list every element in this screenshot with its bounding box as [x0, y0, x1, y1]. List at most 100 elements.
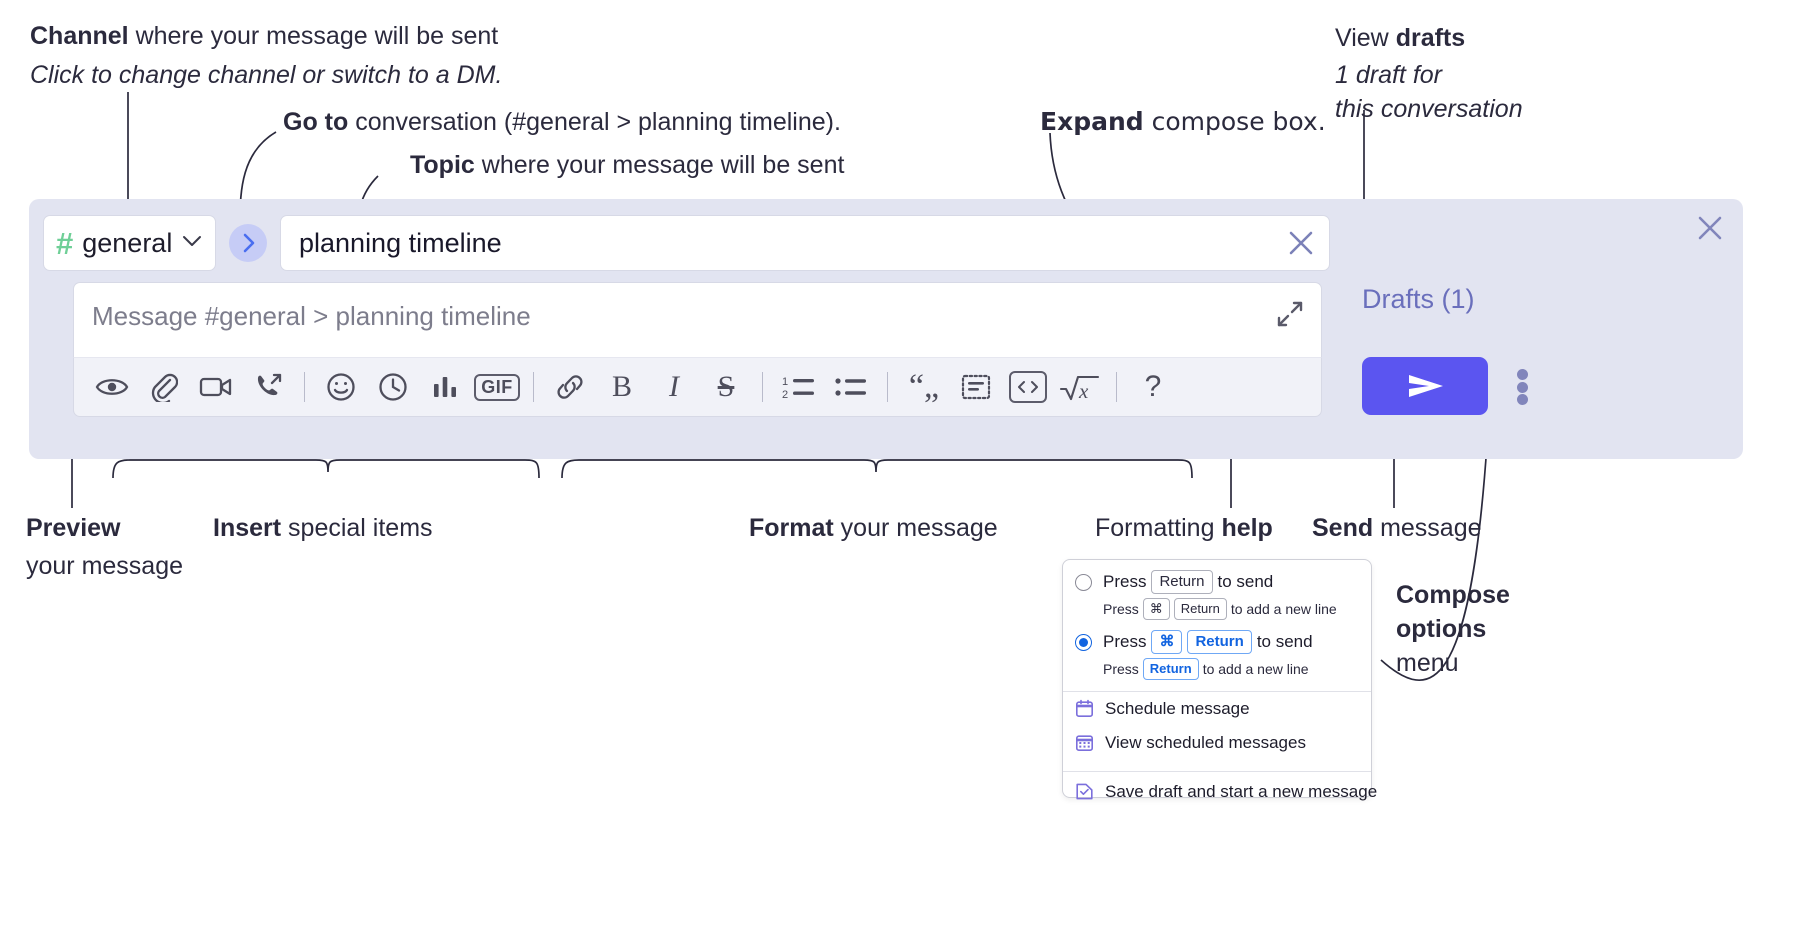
channel-name: general — [82, 227, 173, 258]
option-main-post: to send — [1256, 631, 1313, 651]
annotation-compose-bold2: options — [1396, 615, 1487, 643]
annotation-send-rest: message — [1373, 514, 1482, 542]
annotation-formatting-help: Formatting help — [1095, 512, 1273, 545]
annotation-send-bold: Send — [1312, 514, 1374, 542]
annotation-preview-bold: Preview — [26, 514, 121, 542]
send-icon — [1409, 375, 1443, 397]
annotation-compose-options: Compose options menu — [1396, 578, 1510, 680]
compose-header-row: # general planning timeline — [43, 215, 1330, 271]
channel-selector[interactable]: # general — [43, 215, 216, 271]
math-icon[interactable]: x — [1054, 364, 1106, 410]
drafts-link[interactable]: Drafts (1) — [1362, 284, 1475, 314]
annotation-insert-bold: Insert — [213, 514, 282, 542]
send-button[interactable] — [1362, 357, 1488, 415]
radio-button[interactable] — [1075, 574, 1092, 591]
topic-field[interactable]: planning timeline — [280, 215, 1330, 271]
attachment-icon[interactable] — [138, 364, 190, 410]
annotation-channel-bold: Channel — [30, 22, 129, 50]
annotation-topic: Topic where your message will be sent — [410, 149, 844, 182]
annotation-channel: Channel where your message will be sent … — [30, 20, 502, 91]
annotation-format-bold: Format — [749, 514, 834, 542]
menu-item-label: View scheduled messages — [1105, 732, 1306, 752]
help-label: ? — [1144, 370, 1162, 403]
annotation-fhelp-bold: help — [1221, 514, 1273, 542]
key-return: Return — [1142, 658, 1199, 680]
close-icon[interactable] — [1285, 227, 1317, 259]
bold-icon[interactable]: B — [611, 370, 632, 403]
menu-option-return-to-send[interactable]: Press Return to send Press ⌘ Return to a… — [1063, 560, 1371, 620]
gif-icon[interactable]: GIF — [471, 364, 523, 410]
annotation-compose-rest: menu — [1396, 649, 1459, 677]
clock-icon[interactable] — [367, 364, 419, 410]
annotation-preview: Preview your message — [26, 512, 183, 582]
annotation-channel-rest: where your message will be sent — [128, 22, 499, 50]
option-main-pre: Press — [1103, 572, 1147, 592]
annotation-goto: Go to conversation (#general > planning … — [283, 106, 841, 139]
menu-option-cmd-return-to-send[interactable]: Press ⌘ Return to send Press Return to a… — [1063, 620, 1371, 680]
annotation-drafts-line2: 1 draft for — [1335, 60, 1442, 89]
annotation-fhelp-pre: Formatting — [1095, 514, 1222, 542]
toolbar-divider — [533, 372, 534, 402]
compose-options-menu: Press Return to send Press ⌘ Return to a… — [1062, 559, 1377, 801]
toolbar-divider — [1116, 372, 1117, 402]
annotation-drafts: View drafts 1 draft for this conversatio… — [1335, 22, 1523, 126]
close-icon[interactable] — [1695, 213, 1725, 243]
annotation-send: Send message — [1312, 512, 1482, 545]
svg-text:x: x — [1078, 379, 1089, 402]
topic-value: planning timeline — [299, 227, 502, 258]
option-main-post: to send — [1217, 572, 1274, 592]
menu-item-view-scheduled-messages[interactable]: View scheduled messages — [1063, 726, 1371, 760]
link-icon[interactable] — [544, 364, 596, 410]
annotation-format: Format your message — [749, 512, 998, 545]
gif-label: GIF — [474, 373, 520, 401]
expand-icon[interactable] — [1275, 299, 1305, 329]
annotation-drafts-line3: this conversation — [1335, 95, 1523, 123]
radio-button-selected[interactable] — [1075, 633, 1092, 651]
code-block-icon[interactable] — [950, 364, 1002, 410]
help-icon[interactable]: ? — [1127, 364, 1179, 410]
blockquote-icon[interactable]: “„ — [908, 368, 940, 406]
annotation-drafts-bold: drafts — [1395, 24, 1466, 52]
compose-options-button[interactable] — [1507, 365, 1537, 409]
menu-item-schedule-message[interactable]: Schedule message — [1063, 692, 1371, 726]
audio-call-icon[interactable] — [242, 364, 294, 410]
option-sub-post: to add a new line — [1230, 601, 1337, 618]
video-icon[interactable] — [190, 364, 242, 410]
italic-icon[interactable]: I — [669, 370, 679, 403]
annotation-format-rest: your message — [833, 514, 998, 542]
annotation-preview-line2: your message — [26, 551, 184, 580]
annotation-goto-rest: conversation (#general > planning timeli… — [348, 108, 841, 136]
emoji-icon[interactable] — [315, 364, 367, 410]
ordered-list-icon[interactable]: 1 2 — [773, 364, 825, 410]
annotation-drafts-pre: View — [1335, 24, 1396, 52]
menu-item-label: Save draft and start a new message — [1105, 781, 1378, 801]
chevron-down-icon — [181, 234, 203, 253]
key-return: Return — [1187, 629, 1252, 655]
bulleted-list-icon[interactable] — [825, 364, 877, 410]
option-sub-post: to add a new line — [1202, 660, 1309, 677]
goto-conversation-button[interactable] — [229, 224, 267, 262]
key-command: ⌘ — [1151, 629, 1183, 655]
inline-code-icon[interactable] — [1002, 364, 1054, 410]
annotation-expand: Expand compose box. — [1040, 106, 1326, 139]
preview-icon[interactable] — [86, 364, 138, 410]
toolbar-divider — [887, 372, 888, 402]
key-return: Return — [1151, 570, 1213, 595]
option-main-pre: Press — [1103, 631, 1147, 651]
annotation-insert-rest: special items — [281, 514, 433, 542]
annotation-channel-line2: Click to change channel or switch to a D… — [30, 60, 503, 89]
annotation-goto-bold: Go to — [283, 108, 349, 136]
calendar-icon — [1075, 699, 1093, 718]
poll-icon[interactable] — [419, 364, 471, 410]
annotation-compose-bold1: Compose — [1396, 581, 1510, 609]
key-return: Return — [1173, 598, 1227, 620]
message-placeholder: Message #general > planning timeline — [92, 301, 531, 331]
toolbar-divider — [304, 372, 305, 402]
message-input[interactable]: Message #general > planning timeline — [73, 282, 1322, 357]
menu-item-save-draft[interactable]: Save draft and start a new message — [1063, 775, 1377, 809]
hash-icon: # — [56, 225, 74, 261]
option-sub-pre: Press — [1103, 601, 1139, 618]
strikethrough-icon[interactable]: S — [717, 370, 735, 403]
svg-text:2: 2 — [782, 389, 788, 400]
menu-item-label: Schedule message — [1105, 698, 1250, 718]
